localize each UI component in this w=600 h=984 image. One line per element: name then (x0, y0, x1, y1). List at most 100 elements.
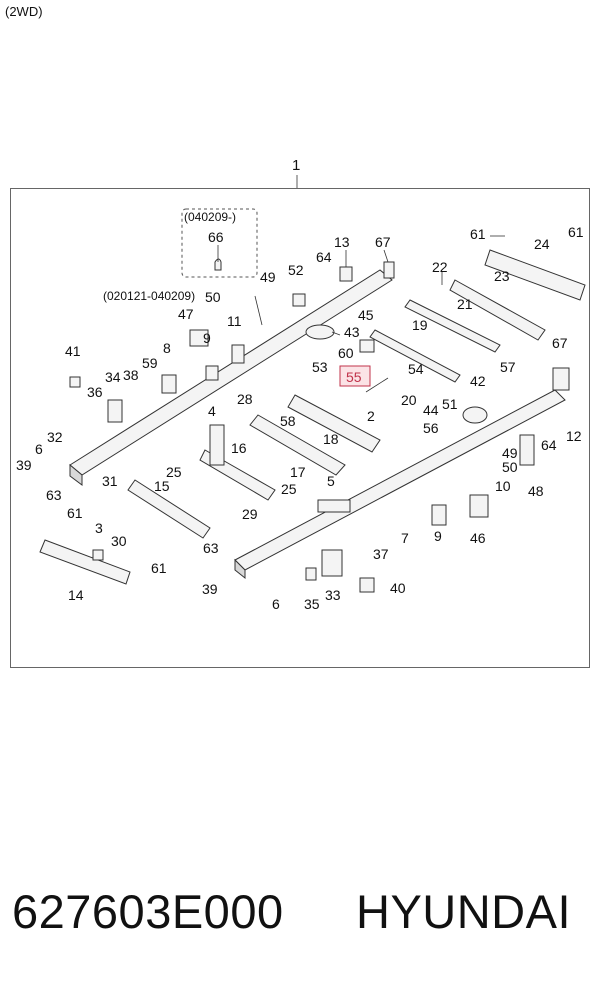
crossmember-18 (287, 394, 381, 453)
mount-43 (305, 324, 335, 340)
bracket-52 (292, 293, 306, 307)
callout-43: 43 (344, 324, 360, 340)
variant-label: (2WD) (5, 4, 43, 19)
bracket-34 (107, 399, 123, 423)
bracket-9-rear (431, 504, 447, 526)
callout-38: 38 (123, 367, 139, 383)
callout-67: 67 (375, 234, 391, 250)
callout-30: 30 (111, 533, 127, 549)
crossmember-15 (127, 479, 211, 539)
callout-6: 6 (35, 441, 43, 457)
callout-54: 54 (408, 361, 424, 377)
callout-3: 3 (95, 520, 103, 536)
footer: 627603E000 HYUNDAI (0, 884, 600, 940)
callout-64: 64 (541, 437, 557, 453)
crossmember-tube-21 (404, 299, 501, 353)
callout-56: 56 (423, 420, 439, 436)
callout-41: 41 (65, 343, 81, 359)
frame-rail-left-end (69, 463, 83, 486)
callout-44: 44 (423, 402, 439, 418)
callout-34: 34 (105, 369, 121, 385)
callout-61: 61 (67, 505, 83, 521)
bracket-41 (69, 376, 81, 388)
callout-24: 24 (534, 236, 550, 252)
bracket-45 (359, 339, 375, 353)
callout-35: 35 (304, 596, 320, 612)
callout-47: 47 (178, 306, 194, 322)
callout-23: 23 (494, 268, 510, 284)
callout-42: 42 (470, 373, 486, 389)
callout-55: 55 (346, 369, 362, 385)
callout-18: 18 (323, 431, 339, 447)
callout-25: 25 (281, 481, 297, 497)
date-range-note-a: (040209-) (184, 210, 236, 224)
callout-61: 61 (151, 560, 167, 576)
front-beam-14 (39, 539, 131, 585)
brand-name: HYUNDAI (356, 885, 572, 938)
callout-7: 7 (401, 530, 409, 546)
callout-51: 51 (442, 396, 458, 412)
callout-61: 61 (470, 226, 486, 242)
callout-12: 12 (566, 428, 582, 444)
callout-53: 53 (312, 359, 328, 375)
bracket-11 (231, 344, 245, 364)
callout-58: 58 (280, 413, 296, 429)
callout-17: 17 (290, 464, 306, 480)
bracket-3 (92, 549, 104, 561)
callout-14: 14 (68, 587, 84, 603)
bracket-67-rear (552, 367, 570, 391)
bracket-5 (317, 499, 351, 513)
callout-20: 20 (401, 392, 417, 408)
bracket-33 (321, 549, 343, 577)
highlight-55-box (339, 365, 371, 387)
bracket-9-front (205, 365, 219, 381)
callout-59: 59 (142, 355, 158, 371)
callout-52: 52 (288, 262, 304, 278)
assembly-reference-number: 1 (292, 157, 301, 174)
callout-57: 57 (500, 359, 516, 375)
callout-45: 45 (358, 307, 374, 323)
bracket-35 (305, 567, 317, 581)
leader-lines (217, 235, 505, 393)
callout-10: 10 (495, 478, 511, 494)
callout-4: 4 (208, 403, 216, 419)
callout-37: 37 (373, 546, 389, 562)
callout-11: 11 (227, 313, 242, 329)
bracket-8 (161, 374, 177, 394)
crossmember-tube-19 (369, 329, 461, 383)
callout-50: 50 (205, 289, 221, 305)
crossmember-23 (449, 279, 546, 341)
date-range-note-b: (020121-040209) (103, 289, 195, 303)
callout-49: 49 (502, 445, 518, 461)
bracket-13 (339, 266, 353, 282)
bracket-48 (519, 434, 535, 466)
callout-9: 9 (434, 528, 442, 544)
rear-crossmember-24 (484, 249, 586, 301)
callout-63: 63 (203, 540, 219, 556)
callout-50: 50 (502, 459, 518, 475)
crossmember-17 (249, 414, 346, 476)
callout-22: 22 (432, 259, 448, 275)
callout-28: 28 (237, 391, 253, 407)
callout-46: 46 (470, 530, 486, 546)
callout-29: 29 (242, 506, 258, 522)
callout-13: 13 (334, 234, 350, 250)
bracket-4 (209, 424, 225, 466)
diagram-frame (10, 188, 590, 668)
callout-33: 33 (325, 587, 341, 603)
callout-16: 16 (231, 440, 247, 456)
callout-39: 39 (202, 581, 218, 597)
callout-67: 67 (552, 335, 568, 351)
bracket-40 (359, 577, 375, 593)
callout-15: 15 (154, 478, 170, 494)
callout-5: 5 (327, 473, 335, 489)
callout-2: 2 (367, 408, 375, 424)
callout-9: 9 (203, 330, 211, 346)
callout-39: 39 (16, 457, 32, 473)
callout-8: 8 (163, 340, 171, 356)
callout-60: 60 (338, 345, 354, 361)
callout-64: 64 (316, 249, 332, 265)
callout-48: 48 (528, 483, 544, 499)
